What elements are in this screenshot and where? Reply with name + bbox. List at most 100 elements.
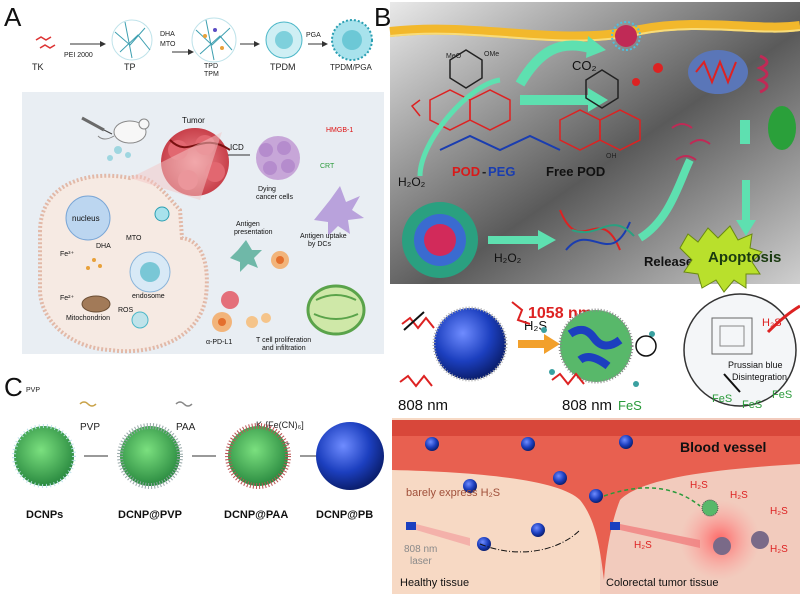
tumor-h2s-4: H₂S <box>634 540 652 551</box>
tumor-particles <box>701 499 769 555</box>
top-nanoparticle <box>611 21 641 51</box>
laser-left <box>406 522 416 530</box>
tpm-label: TPM <box>204 71 219 78</box>
mitochondrion-b <box>688 50 748 94</box>
dying-label-1: Dying <box>258 186 276 193</box>
peg-chain <box>439 134 561 152</box>
panel-c-letter: C <box>4 372 23 402</box>
b-receptor <box>740 120 750 144</box>
syringe-icon <box>81 116 113 135</box>
mito-label: Mitochondrion <box>66 315 110 322</box>
barely-label: barely express H₂S <box>406 487 500 499</box>
tumor-h2s-1: H₂S <box>690 480 708 491</box>
h2s-inset-line <box>766 304 800 334</box>
hmgb-label: HMGB-1 <box>326 127 353 134</box>
tumor-cell-zoom <box>38 132 222 354</box>
dcnps-label: DCNPs <box>26 509 63 521</box>
apoptosis-burst <box>679 225 763 293</box>
d-808-wave-left <box>399 374 433 388</box>
apoptosis-label: Apoptosis <box>708 249 781 266</box>
dcnps-particle <box>12 424 76 488</box>
dcnp-fes-particle <box>558 308 634 384</box>
pvp-squiggle <box>79 401 97 407</box>
ros-particle <box>131 311 149 329</box>
tumor-label: Tumor <box>182 116 205 125</box>
tpdm-particle <box>265 21 303 59</box>
tumor-h2s-3: H₂S <box>770 506 788 517</box>
paa-squiggle <box>175 401 193 407</box>
free-pod-structure <box>559 69 641 151</box>
tk-molecules <box>35 36 56 49</box>
apdl1-label: α-PD-L1 <box>206 339 232 346</box>
mitochondrion <box>81 295 111 313</box>
tumor-h2s-2: H₂S <box>730 490 748 501</box>
laser-right <box>610 522 620 530</box>
co2-label: CO₂ <box>572 58 597 73</box>
b-meo-label: MeO <box>446 53 462 60</box>
prussian-blue-inset <box>683 293 797 407</box>
h2s-arrow-label: H₂S <box>524 318 547 333</box>
panel-a-scene-bg <box>22 92 384 354</box>
er-organelle <box>756 54 769 94</box>
disintegration-arrow <box>723 373 741 393</box>
endosome <box>129 251 171 293</box>
micelle <box>402 202 478 278</box>
release-arrow <box>637 158 694 242</box>
pod-peg-structure <box>410 49 511 131</box>
tk-label: TK <box>32 62 44 72</box>
b-ome-label: OMe <box>484 51 499 58</box>
nucleus <box>65 195 111 241</box>
lymph-node <box>306 284 366 336</box>
tpdm-pga-particle <box>331 19 373 61</box>
blood-vessel <box>392 420 800 580</box>
antigen-presentation-label-1: Antigen <box>236 221 260 228</box>
dying-label-2: cancer cells <box>256 194 293 201</box>
colorectal-label: Colorectal tumor tissue <box>606 577 719 589</box>
tcell-label-1: T cell proliferation <box>256 337 311 344</box>
healthy-tissue-label: Healthy tissue <box>400 577 469 589</box>
free-pod-label: Free POD <box>546 164 605 179</box>
antigen-uptake-label-2: by DCs <box>308 241 331 248</box>
dashed-return-arrow <box>479 529 581 553</box>
endosome-label: endosome <box>132 293 165 300</box>
cell-membrane <box>389 19 800 42</box>
icd-label: ICD <box>230 143 244 152</box>
h2o2-top-label: H₂O₂ <box>398 175 426 189</box>
fe2-label: Fe²⁺ <box>60 295 75 302</box>
ros-label: ROS <box>118 307 134 314</box>
dashed-tumor-arrow <box>603 487 701 507</box>
nm808-right-label: 808 nm <box>562 397 612 414</box>
tpd-network <box>191 17 237 63</box>
pga-label: PGA <box>306 32 321 39</box>
paa-label: PAA <box>176 422 196 433</box>
pvp-label: PVP <box>80 422 100 433</box>
nm808-left-label: 808 nm <box>398 397 448 414</box>
tumor-h2s-5: H₂S <box>770 544 788 555</box>
d-1058-wave <box>511 301 531 325</box>
nucleus-label: nucleus <box>72 214 100 223</box>
antigen-presentation-label-2: presentation <box>234 229 273 236</box>
tp-label: TP <box>124 62 136 72</box>
fe3-label: Fe³⁺ <box>60 251 75 258</box>
mto-cell-label: MTO <box>126 235 142 242</box>
pvp-reagent: PVP <box>26 387 40 394</box>
tpdm-label: TPDM <box>270 62 296 72</box>
laser-label-1: 808 nm <box>404 544 437 555</box>
tumor-mass <box>161 128 231 196</box>
b-small-red-1 <box>653 63 663 73</box>
laser-label-2: laser <box>410 556 432 567</box>
b-green-organelle <box>768 106 796 150</box>
dying-cancer-cells <box>256 136 300 180</box>
mto-label: MTO <box>160 41 176 48</box>
tumor-glow <box>680 500 760 580</box>
tp-network <box>111 19 153 61</box>
fragmented-dna <box>671 123 711 161</box>
dcnp-paa-particle <box>225 423 291 489</box>
nm1058-label: 1058 nm <box>528 305 592 322</box>
d-blocked-signal <box>401 311 435 331</box>
dha-cell-label: DHA <box>96 243 111 250</box>
curved-arrow-top <box>515 40 592 87</box>
dha-dots <box>86 258 102 270</box>
release-label: Release <box>644 254 693 269</box>
